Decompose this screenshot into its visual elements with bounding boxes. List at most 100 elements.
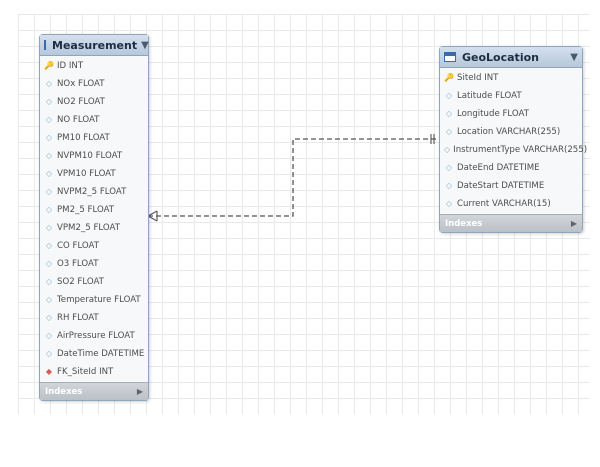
column-diamond-icon: ◇ bbox=[445, 127, 453, 136]
column-diamond-icon: ◇ bbox=[45, 97, 53, 106]
column-diamond-icon: ◇ bbox=[45, 241, 53, 250]
column-diamond-icon: ◇ bbox=[45, 277, 53, 286]
indexes-section[interactable]: Indexes ▶ bbox=[440, 214, 582, 232]
column-row[interactable]: ◇ NVPM2_5 FLOAT bbox=[40, 183, 148, 201]
column-label: Current VARCHAR(15) bbox=[457, 199, 551, 209]
column-label: FK_SiteId INT bbox=[57, 367, 114, 377]
column-label: Latitude FLOAT bbox=[457, 91, 522, 101]
column-diamond-icon: ◇ bbox=[45, 169, 53, 178]
column-row[interactable]: ◇ DateStart DATETIME bbox=[440, 177, 582, 195]
column-row[interactable]: ◇ VPM2_5 FLOAT bbox=[40, 219, 148, 237]
column-label: AirPressure FLOAT bbox=[57, 331, 135, 341]
indexes-label: Indexes bbox=[445, 218, 483, 229]
column-diamond-icon: ◇ bbox=[445, 163, 453, 172]
column-label: SO2 FLOAT bbox=[57, 277, 104, 287]
column-label: VPM2_5 FLOAT bbox=[57, 223, 120, 233]
column-row[interactable]: ◇ NO FLOAT bbox=[40, 111, 148, 129]
column-diamond-icon: ◇ bbox=[445, 109, 453, 118]
column-diamond-icon: ◇ bbox=[45, 133, 53, 142]
column-label: PM10 FLOAT bbox=[57, 133, 110, 143]
column-diamond-icon: ◇ bbox=[45, 259, 53, 268]
column-label: NVPM2_5 FLOAT bbox=[57, 187, 127, 197]
column-diamond-icon: ◇ bbox=[45, 151, 53, 160]
many-end-marker bbox=[147, 210, 158, 222]
column-list: 🔑SiteId INT ◇ Latitude FLOAT ◇ Longitude FLO… bbox=[440, 68, 587, 214]
column-row[interactable]: ◇ DateTime DATETIME bbox=[40, 345, 148, 363]
column-label: DateEnd DATETIME bbox=[457, 163, 540, 173]
column-row[interactable]: ◇ Latitude FLOAT bbox=[440, 87, 582, 105]
table-title: Measurement bbox=[52, 38, 138, 52]
column-diamond-icon: ◇ bbox=[45, 331, 53, 340]
column-row[interactable]: ◇ SO2 FLOAT bbox=[40, 273, 148, 291]
indexes-section[interactable]: Indexes ▶ bbox=[40, 382, 148, 400]
column-label: ID INT bbox=[57, 61, 84, 71]
primary-key-icon: 🔑 bbox=[44, 61, 54, 70]
table-icon bbox=[44, 40, 46, 50]
column-diamond-icon: ◇ bbox=[444, 145, 451, 154]
column-label: Location VARCHAR(255) bbox=[457, 127, 561, 137]
table-title: GeoLocation bbox=[462, 50, 539, 64]
column-label: NOx FLOAT bbox=[57, 79, 105, 89]
column-label: PM2_5 FLOAT bbox=[57, 205, 115, 215]
column-row[interactable]: ◇ Current VARCHAR(15) bbox=[440, 195, 582, 213]
indexes-label: Indexes bbox=[45, 386, 83, 397]
table-geolocation[interactable]: GeoLocation ▼ 🔑SiteId INT ◇ Latitude FLOAT… bbox=[439, 46, 587, 233]
collapse-arrow-icon[interactable]: ▼ bbox=[141, 39, 149, 51]
column-label: CO FLOAT bbox=[57, 241, 99, 251]
column-row[interactable]: ◇ Longitude FLOAT bbox=[440, 105, 582, 123]
column-list: 🔑ID INT ◇ NOx FLOAT ◇ NO2 FLOAT ◇ NO FLOAT ◇ PM1… bbox=[40, 56, 148, 382]
column-row[interactable]: ◆ FK_SiteId INT bbox=[40, 363, 148, 381]
column-row[interactable]: ◇ O3 FLOAT bbox=[40, 255, 148, 273]
column-label: NVPM10 FLOAT bbox=[57, 151, 123, 161]
column-row[interactable]: ◇ CO FLOAT bbox=[40, 237, 148, 255]
column-label: VPM10 FLOAT bbox=[57, 169, 116, 179]
column-row[interactable]: ◇ RH FLOAT bbox=[40, 309, 148, 327]
column-label: RH FLOAT bbox=[57, 313, 99, 323]
column-label: Longitude FLOAT bbox=[457, 109, 529, 119]
column-row[interactable]: ◇ PM2_5 FLOAT bbox=[40, 201, 148, 219]
column-label: NO2 FLOAT bbox=[57, 97, 105, 107]
table-icon bbox=[444, 52, 456, 62]
column-diamond-icon: ◇ bbox=[45, 205, 53, 214]
column-diamond-icon: ◇ bbox=[45, 313, 53, 322]
column-diamond-icon: ◇ bbox=[445, 199, 453, 208]
column-row[interactable]: ◇ DateEnd DATETIME bbox=[440, 159, 582, 177]
column-diamond-icon: ◇ bbox=[45, 295, 53, 304]
expand-arrow-icon[interactable]: ▶ bbox=[570, 219, 577, 228]
column-row[interactable]: ◇ Location VARCHAR(255) bbox=[440, 123, 582, 141]
column-row[interactable]: ◇ NO2 FLOAT bbox=[40, 93, 148, 111]
table-measurement[interactable]: Measurement ▼ 🔑ID INT ◇ NOx FLOAT ◇ NO2 FLOA… bbox=[39, 34, 149, 401]
column-label: O3 FLOAT bbox=[57, 259, 99, 269]
column-row[interactable]: ◇ NOx FLOAT bbox=[40, 75, 148, 93]
relationship-line[interactable] bbox=[148, 138, 439, 217]
column-diamond-icon: ◇ bbox=[45, 349, 53, 358]
primary-key-icon: 🔑 bbox=[444, 73, 454, 82]
column-label: InstrumentType VARCHAR(255) bbox=[453, 145, 588, 155]
column-label: Temperature FLOAT bbox=[57, 295, 141, 305]
expand-arrow-icon[interactable]: ▶ bbox=[136, 387, 143, 396]
column-row[interactable]: ◇ VPM10 FLOAT bbox=[40, 165, 148, 183]
column-label: DateStart DATETIME bbox=[457, 181, 545, 191]
table-header[interactable]: Measurement ▼ bbox=[40, 35, 149, 56]
column-diamond-icon: ◇ bbox=[45, 223, 53, 232]
column-diamond-icon: ◇ bbox=[45, 79, 53, 88]
collapse-arrow-icon[interactable]: ▼ bbox=[570, 51, 578, 63]
table-header[interactable]: GeoLocation ▼ bbox=[440, 47, 582, 68]
column-diamond-icon: ◇ bbox=[445, 181, 453, 190]
column-diamond-icon: ◇ bbox=[445, 91, 453, 100]
column-row[interactable]: ◇InstrumentType VARCHAR(255) bbox=[440, 141, 587, 159]
column-label: NO FLOAT bbox=[57, 115, 100, 125]
column-row[interactable]: ◇ NVPM10 FLOAT bbox=[40, 147, 148, 165]
foreign-key-icon: ◆ bbox=[45, 367, 53, 376]
column-row[interactable]: 🔑ID INT bbox=[40, 57, 148, 75]
column-row[interactable]: ◇ PM10 FLOAT bbox=[40, 129, 148, 147]
column-label: DateTime DATETIME bbox=[57, 349, 145, 359]
column-row[interactable]: ◇ Temperature FLOAT bbox=[40, 291, 148, 309]
column-diamond-icon: ◇ bbox=[45, 187, 53, 196]
column-row[interactable]: 🔑SiteId INT bbox=[440, 69, 582, 87]
column-diamond-icon: ◇ bbox=[45, 115, 53, 124]
one-end-marker bbox=[430, 134, 435, 144]
column-row[interactable]: ◇ AirPressure FLOAT bbox=[40, 327, 148, 345]
